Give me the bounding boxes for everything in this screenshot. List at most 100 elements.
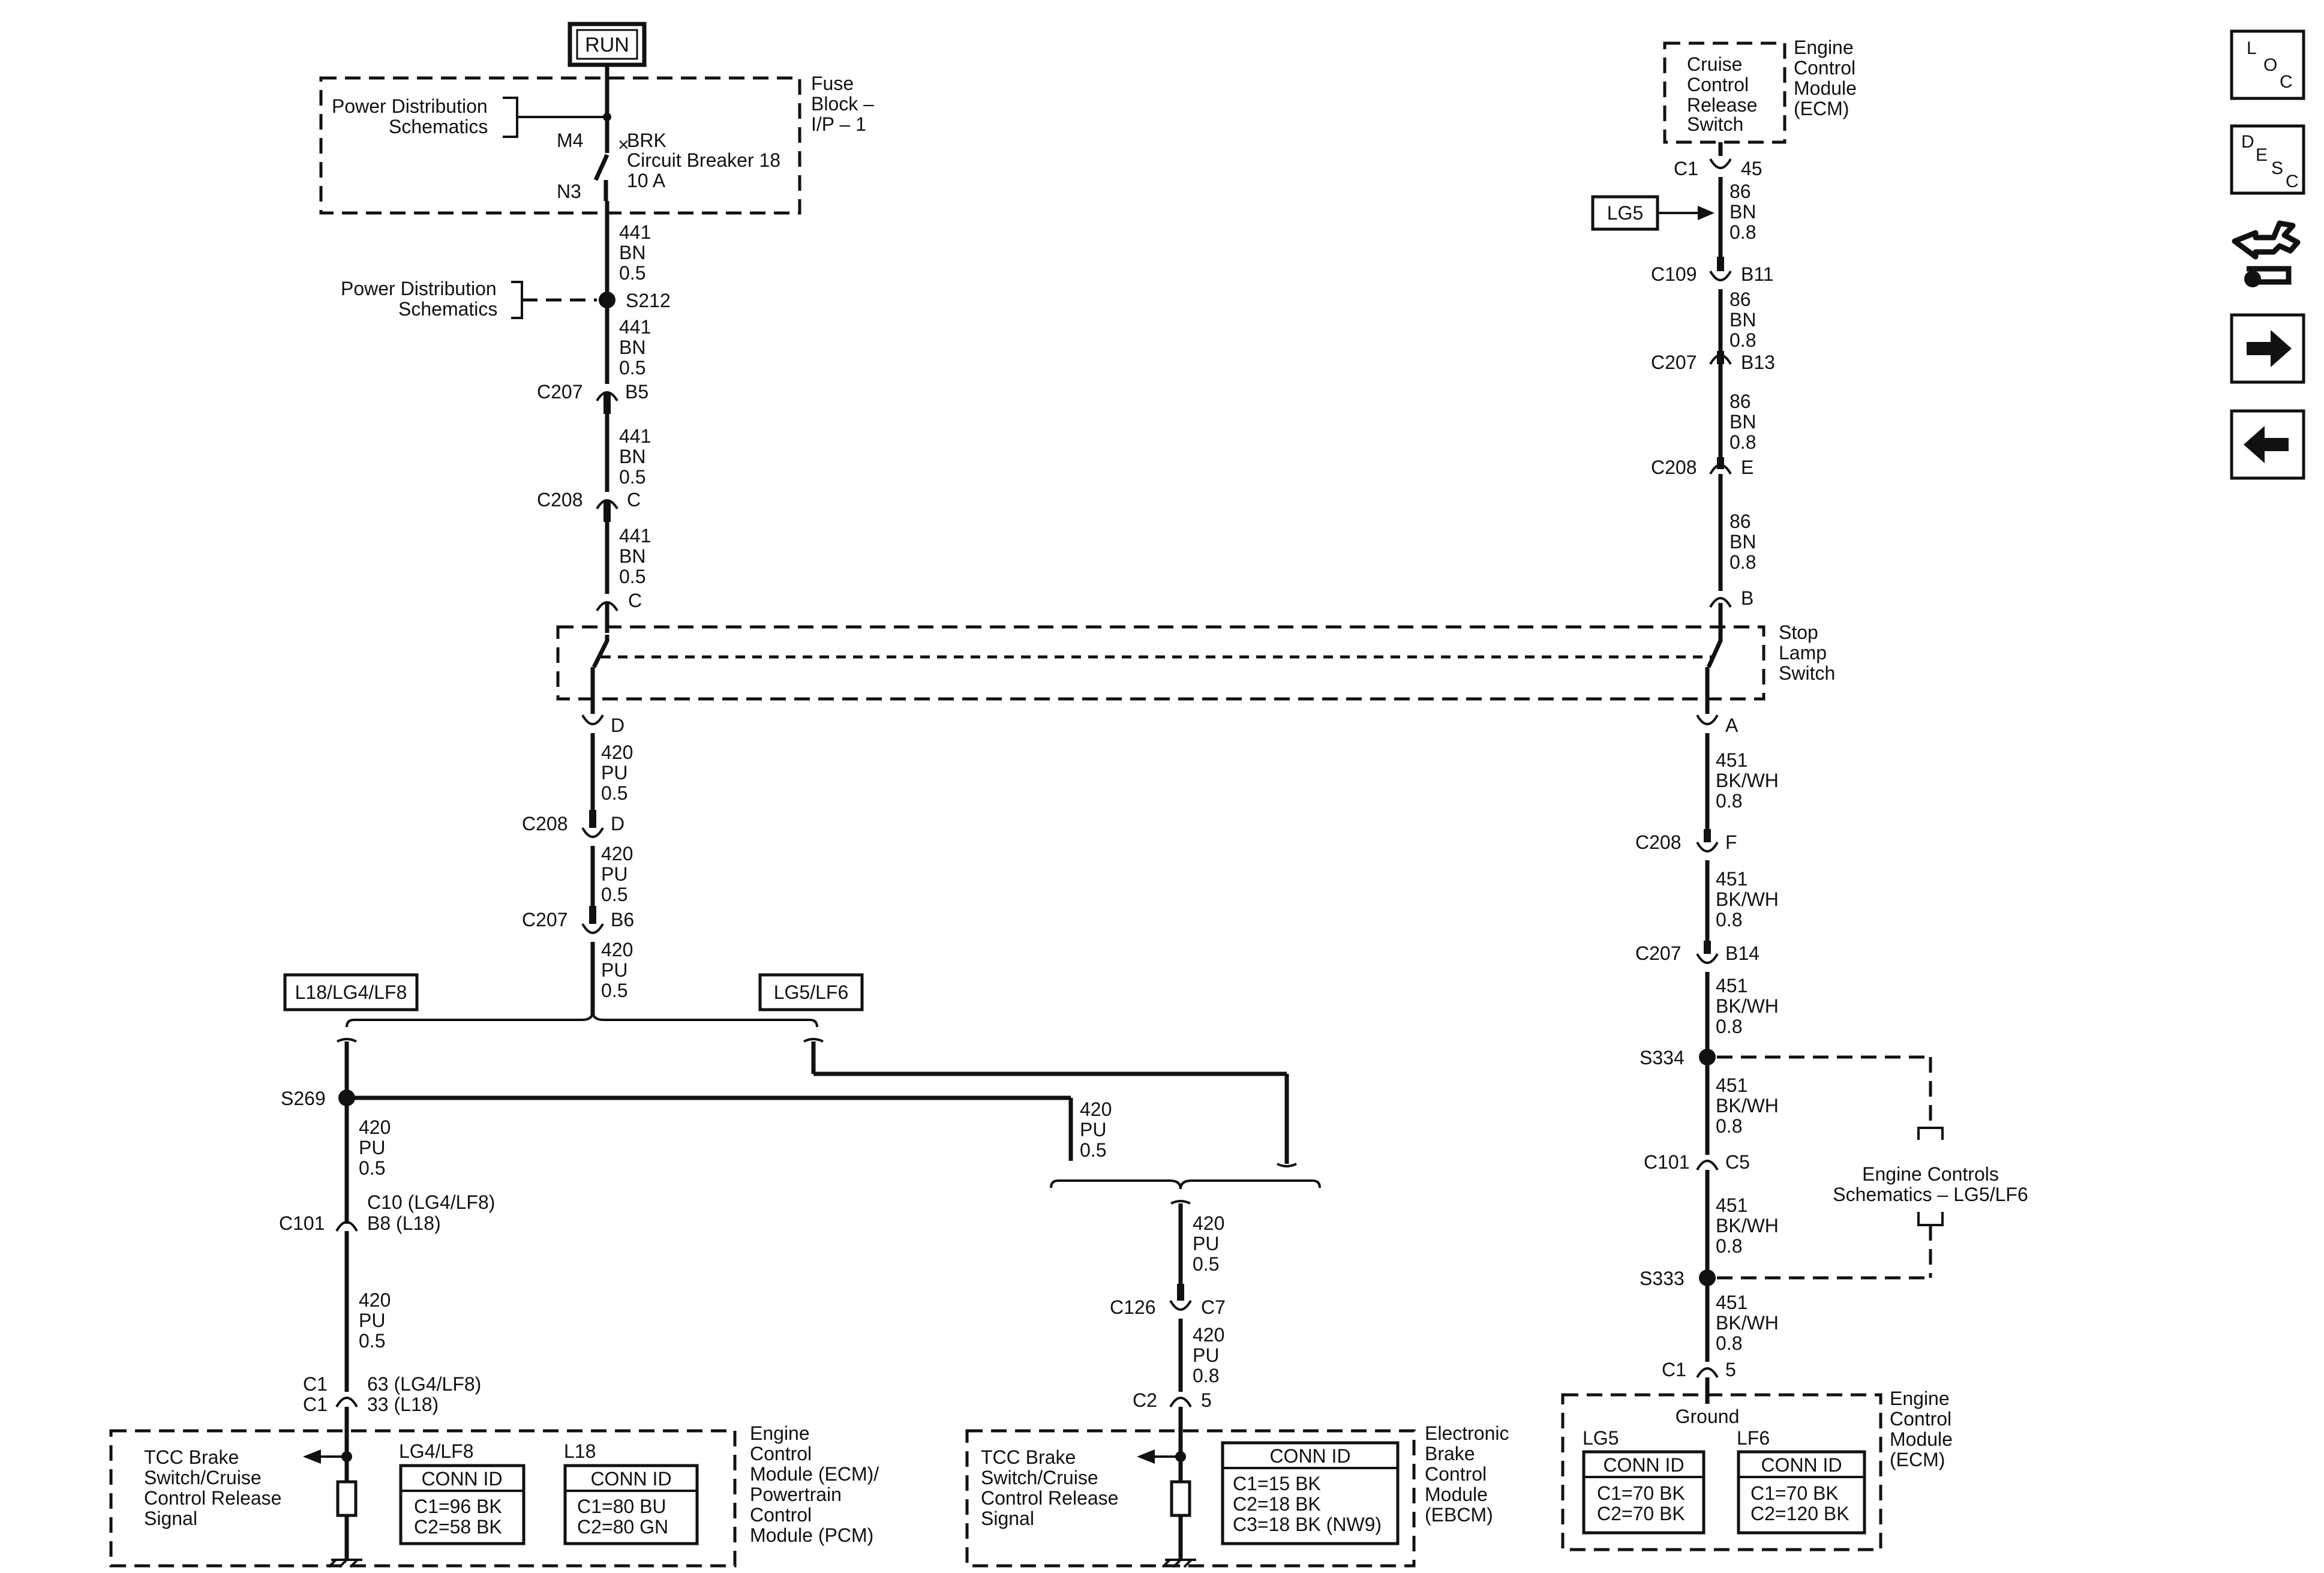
svg-text:LG5/LF6: LG5/LF6 — [774, 981, 849, 1003]
svg-text:Control Release: Control Release — [981, 1487, 1118, 1509]
svg-text:CONN ID: CONN ID — [1761, 1454, 1842, 1476]
cruise-control-release-switch — [1663, 41, 1786, 144]
back-button[interactable] — [2230, 409, 2305, 480]
wire-420-seg3: 420 — [601, 939, 633, 960]
wire-451-seg1: 451 — [1716, 749, 1747, 771]
engine-controls-schematics-label: Engine Controls — [1862, 1163, 1999, 1185]
desc-button[interactable]: D E S C — [2230, 124, 2305, 195]
svg-text:Block –: Block – — [811, 93, 874, 115]
svg-text:B14: B14 — [1725, 942, 1759, 964]
wrench-icon[interactable] — [2232, 220, 2301, 287]
connector-c2: C2 — [1133, 1389, 1157, 1411]
lg5-arrow-icon — [1698, 206, 1715, 220]
svg-text:0.5: 0.5 — [619, 466, 645, 488]
svg-text:S212: S212 — [626, 290, 671, 311]
svg-text:B5: B5 — [625, 381, 648, 403]
svg-text:CONN ID: CONN ID — [1269, 1445, 1350, 1467]
fuse-block-label: Fuse — [811, 73, 854, 94]
svg-text:C2=120 BK: C2=120 BK — [1750, 1503, 1849, 1524]
svg-text:B11: B11 — [1741, 263, 1774, 285]
wire-86-seg3: 86 — [1730, 391, 1751, 412]
svg-text:E: E — [2256, 145, 2268, 165]
splice-s212 — [599, 292, 615, 308]
svg-text:Release: Release — [1687, 94, 1757, 116]
svg-text:5: 5 — [1201, 1389, 1212, 1411]
svg-text:PU: PU — [1080, 1119, 1106, 1140]
svg-text:C3=18 BK (NW9): C3=18 BK (NW9) — [1233, 1514, 1382, 1535]
connector-c126: C126 — [1110, 1296, 1156, 1318]
svg-text:(EBCM): (EBCM) — [1425, 1504, 1493, 1526]
connector-c208-420: C208 — [522, 813, 568, 834]
svg-text:10 A: 10 A — [627, 170, 666, 191]
wire-420-seg5: 420 — [359, 1289, 391, 1311]
svg-text:Control Release: Control Release — [144, 1487, 281, 1509]
svg-text:B13: B13 — [1741, 352, 1775, 373]
svg-text:BN: BN — [619, 337, 645, 358]
svg-text:0.5: 0.5 — [619, 566, 645, 587]
svg-text:B: B — [1741, 587, 1753, 609]
svg-text:0.5: 0.5 — [1193, 1253, 1219, 1275]
ebcm-box — [965, 1429, 1416, 1568]
conn-id-table-lf6 — [1737, 1450, 1866, 1535]
svg-text:CONN ID: CONN ID — [421, 1468, 502, 1490]
loc-button[interactable]: L O C — [2230, 29, 2305, 100]
svg-text:Switch/Cruise: Switch/Cruise — [981, 1467, 1098, 1488]
svg-text:63 (LG4/LF8): 63 (LG4/LF8) — [367, 1373, 481, 1395]
arrow-right-icon — [2247, 330, 2292, 367]
svg-text:BN: BN — [619, 242, 645, 263]
svg-text:BN: BN — [1730, 531, 1756, 553]
resistor-icon — [336, 1480, 358, 1517]
svg-text:C: C — [627, 489, 641, 511]
svg-text:0.8: 0.8 — [1193, 1365, 1219, 1386]
svg-text:C: C — [628, 590, 642, 611]
svg-text:BK/WH: BK/WH — [1716, 1095, 1779, 1116]
svg-text:A: A — [1725, 715, 1739, 736]
svg-text:Switch/Cruise: Switch/Cruise — [144, 1467, 262, 1488]
svg-text:0.5: 0.5 — [601, 980, 627, 1001]
svg-text:Module (PCM): Module (PCM) — [750, 1524, 873, 1546]
wire-420-ebcm-seg2: 420 — [1193, 1324, 1224, 1346]
svg-text:0.5: 0.5 — [601, 884, 627, 905]
svg-text:Control: Control — [750, 1443, 812, 1464]
wire-451-seg3: 451 — [1716, 975, 1747, 996]
svg-text:Control: Control — [1425, 1463, 1487, 1485]
svg-text:PU: PU — [601, 863, 627, 885]
svg-text:0.8: 0.8 — [1730, 329, 1756, 351]
svg-text:B6: B6 — [611, 909, 634, 930]
svg-text:Module: Module — [1890, 1428, 1953, 1450]
fuse-block-outline — [319, 76, 801, 215]
forward-button[interactable] — [2230, 313, 2305, 384]
svg-text:0.5: 0.5 — [359, 1330, 385, 1352]
wire-441-seg3: 441 — [619, 425, 651, 447]
svg-text:C2=58 BK: C2=58 BK — [414, 1516, 502, 1538]
conn-id-table-lg4 — [399, 1464, 526, 1545]
svg-text:D: D — [2241, 132, 2254, 152]
signal-arrow-icon-ebcm — [1137, 1449, 1155, 1464]
svg-text:Module: Module — [1794, 77, 1857, 99]
svg-text:0.8: 0.8 — [1730, 431, 1756, 453]
svg-text:Powertrain: Powertrain — [750, 1484, 842, 1505]
wire-451-seg4: 451 — [1716, 1074, 1747, 1096]
connector-c208-left: C208 — [537, 489, 583, 511]
tag-l18-lg4-lf8 — [283, 973, 419, 1011]
svg-text:(ECM): (ECM) — [1890, 1449, 1945, 1470]
svg-text:C1=15 BK: C1=15 BK — [1233, 1473, 1321, 1494]
svg-text:Module (ECM)/: Module (ECM)/ — [750, 1463, 879, 1485]
svg-text:C: C — [2286, 172, 2299, 191]
svg-text:C1=80 BU: C1=80 BU — [577, 1496, 666, 1517]
wire-420-mid: 420 — [1080, 1098, 1112, 1120]
svg-text:S334: S334 — [1640, 1047, 1685, 1068]
svg-text:Signal: Signal — [144, 1508, 197, 1529]
connector-c207-451: C207 — [1635, 942, 1682, 964]
svg-text:CONN ID: CONN ID — [1603, 1454, 1684, 1476]
svg-text:PU: PU — [601, 959, 627, 981]
svg-text:BN: BN — [619, 446, 645, 467]
wire-441-seg2: 441 — [619, 316, 651, 338]
pin-m4: M4 — [557, 130, 583, 151]
svg-text:BN: BN — [1730, 411, 1756, 433]
splice-s334 — [1699, 1049, 1716, 1065]
svg-text:45: 45 — [1741, 158, 1762, 179]
signal-arrow-icon — [303, 1449, 321, 1464]
